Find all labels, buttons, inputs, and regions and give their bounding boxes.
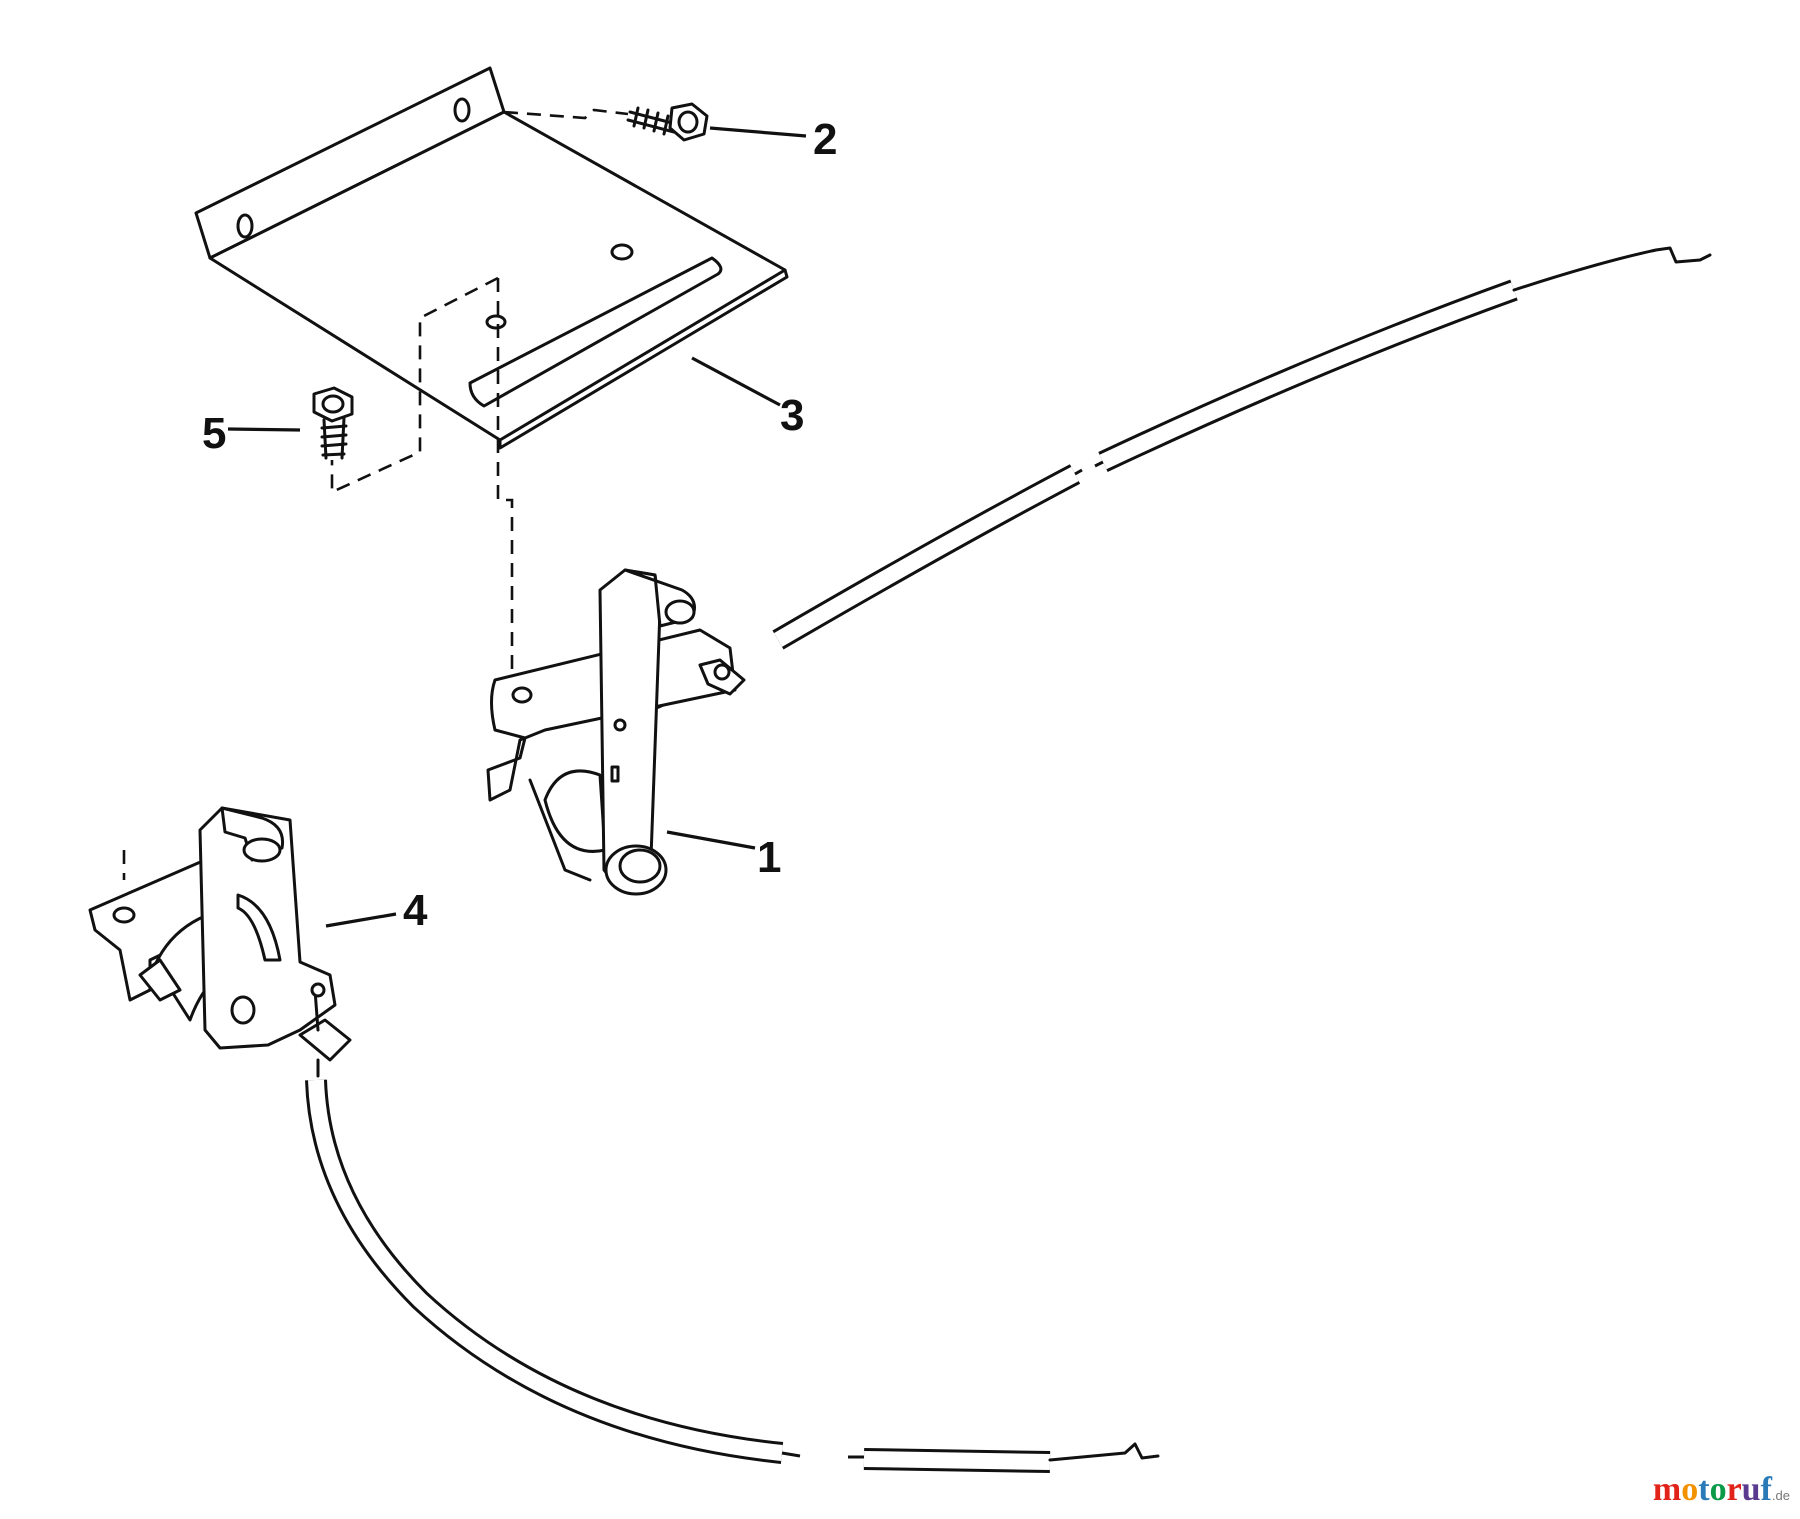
watermark-letter: o [1681, 1471, 1699, 1508]
callout-leaders [227, 126, 807, 928]
throttle-cable-icon [617, 246, 1712, 727]
watermark-letter: o [1709, 1471, 1727, 1508]
callout-2: 2 [813, 115, 837, 164]
watermark-tld: .de [1771, 1488, 1790, 1503]
callout-4: 4 [403, 886, 428, 935]
watermark-letter: r [1726, 1471, 1742, 1508]
watermark-logo: motoruf.de [1653, 1471, 1790, 1509]
callout-5: 5 [202, 409, 226, 458]
watermark-letter: f [1760, 1471, 1772, 1508]
choke-control-lever-icon [88, 806, 352, 1062]
hex-bolt-icon [312, 386, 354, 460]
callout-1: 1 [757, 833, 781, 882]
watermark-letter: u [1741, 1471, 1761, 1508]
watermark-letter: m [1652, 1471, 1682, 1508]
watermark-letter: t [1698, 1471, 1710, 1508]
watermark-text: motoruf [1653, 1471, 1772, 1508]
throttle-control-lever-icon [486, 568, 746, 896]
choke-cable-icon [305, 1058, 1160, 1473]
mounting-plate-icon [194, 66, 789, 450]
alignment-lines [122, 108, 629, 880]
hex-bolt-icon [626, 102, 709, 142]
callout-3: 3 [780, 391, 804, 440]
